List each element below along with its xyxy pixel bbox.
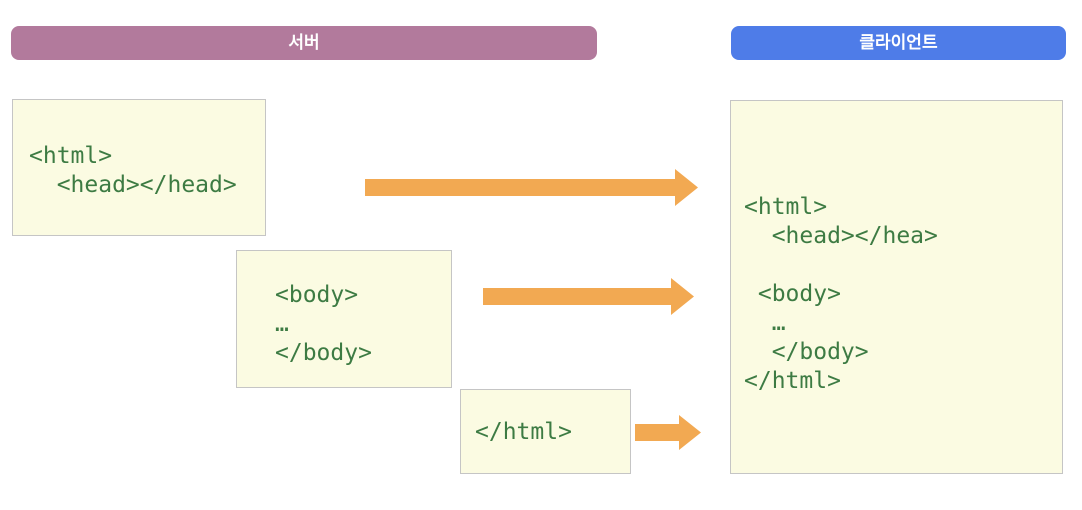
client-lane-label: 클라이언트 <box>859 33 938 52</box>
arrow-right-shape <box>483 278 694 315</box>
arrow-right-shape <box>365 169 698 206</box>
transfer-arrow-icon-1 <box>365 169 698 206</box>
server-lane-label: 서버 <box>288 33 320 52</box>
server-chunk-box-3: </html> <box>460 389 631 474</box>
server-lane-header: 서버 <box>11 26 597 60</box>
client-document-code: <html> <head></hea> <body> … </body> </h… <box>744 194 938 394</box>
server-chunk-code-1: <html> <head></head> <box>29 143 237 198</box>
transfer-arrow-icon-3 <box>635 415 701 450</box>
arrow-right-shape <box>635 415 701 450</box>
client-document-box: <html> <head></hea> <body> … </body> </h… <box>730 100 1063 474</box>
transfer-arrow-icon-2 <box>483 278 694 315</box>
server-chunk-code-3: </html> <box>475 419 572 445</box>
server-chunk-code-2: <body> … </body> <box>275 282 372 366</box>
server-chunk-box-1: <html> <head></head> <box>12 99 266 236</box>
server-chunk-box-2: <body> … </body> <box>236 250 452 388</box>
client-lane-header: 클라이언트 <box>731 26 1066 60</box>
